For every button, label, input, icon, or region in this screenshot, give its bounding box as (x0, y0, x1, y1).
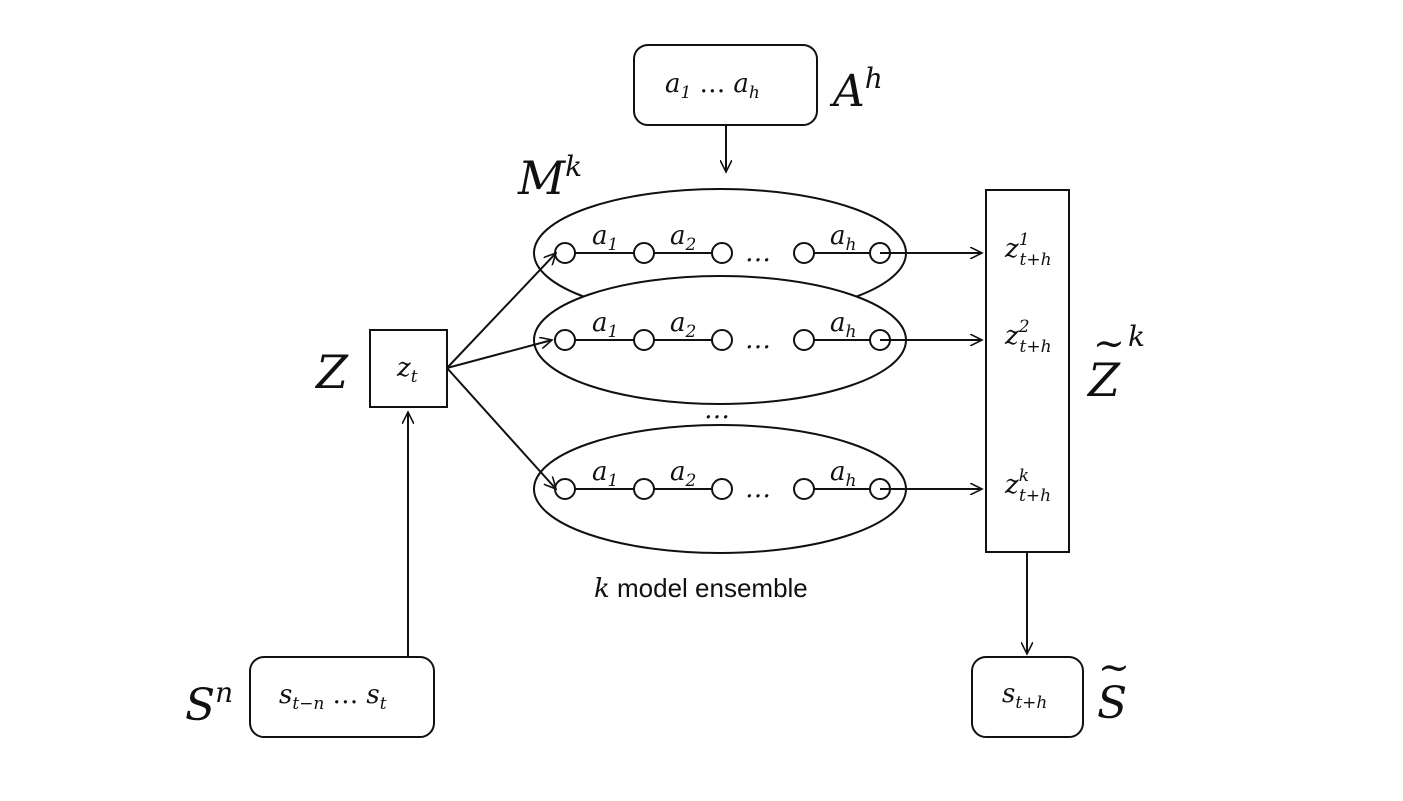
latent-to-model-2-arrow (446, 340, 552, 369)
svg-text:k: k (1128, 320, 1145, 353)
chain-node (793, 329, 815, 351)
latent-box-content: zt (396, 353, 418, 387)
chain-node (711, 242, 733, 264)
chain-ellipsis: … (745, 325, 771, 355)
chain-ellipsis: … (745, 238, 771, 268)
chain-action-label: a1 (592, 457, 618, 491)
ensemble-chains: a1 a2 … ah a1 a2 … ah a1 a2 … ah (554, 221, 891, 504)
chain-node (711, 329, 733, 351)
latent-label: Z (314, 345, 349, 399)
state-history-box (249, 656, 435, 738)
actions-box-content: a1…ah (665, 69, 760, 103)
actions-box: a1…ah (633, 44, 818, 126)
predicted-latents-label: ~ Z k (1086, 320, 1145, 407)
chain-node (554, 478, 576, 500)
state-history-content: st−n…st (279, 680, 387, 714)
chain-action-label: a2 (670, 457, 696, 491)
chain-node (793, 478, 815, 500)
chain-node (633, 478, 655, 500)
predicted-state-box (971, 656, 1084, 738)
actions-label: Ah (829, 62, 883, 117)
chain-node (711, 478, 733, 500)
chain-node (554, 329, 576, 351)
chain-node (633, 242, 655, 264)
svg-text:~: ~ (1093, 321, 1125, 365)
latent-box (369, 329, 448, 408)
latent-to-model-k-arrow (446, 367, 556, 489)
chain-action-label: ah (830, 457, 856, 491)
chain-action-label: a2 (670, 308, 696, 342)
vertical-dots: … (704, 395, 730, 425)
chain-action-label: ah (830, 221, 856, 255)
actions-box-frame (633, 44, 818, 126)
predicted-latents-box (985, 189, 1070, 553)
chain-action-label: ah (830, 308, 856, 342)
chain-ellipsis: … (745, 474, 771, 504)
svg-text:Z: Z (1086, 353, 1121, 407)
ensemble-caption: k model ensemble (594, 573, 808, 604)
state-history-label: Sn (185, 676, 233, 731)
chain-node (793, 242, 815, 264)
svg-text:~: ~ (1098, 645, 1130, 689)
chain-node (633, 329, 655, 351)
chain-action-label: a1 (592, 308, 618, 342)
model-label: Mk (517, 150, 582, 205)
predicted-state-content: st+h (1002, 679, 1047, 713)
predicted-state-label: ~ S (1097, 645, 1130, 729)
chain-node (554, 242, 576, 264)
chain-action-label: a2 (670, 221, 696, 255)
chain-action-label: a1 (592, 221, 618, 255)
svg-text:S: S (1097, 678, 1127, 729)
latent-to-model-1-arrow (446, 253, 556, 369)
